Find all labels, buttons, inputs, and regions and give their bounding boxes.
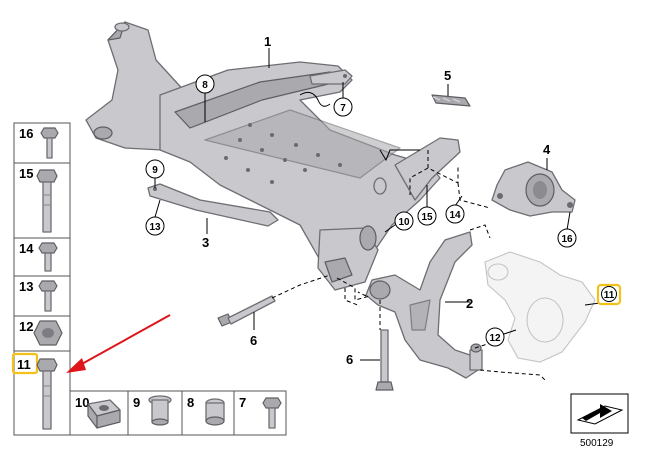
sleeve-8-icon (205, 398, 225, 426)
legend-label-7: 7 (239, 395, 246, 410)
callout-circle-12 (485, 327, 505, 347)
callout-11: 11 (604, 290, 615, 301)
callout-circle-14 (445, 204, 465, 224)
callout-circle-7 (333, 97, 353, 117)
callout-6-lower: 6 (346, 352, 353, 367)
parts-legend-grid: 16 15 14 13 12 11 10 9 8 7 (11, 122, 287, 436)
callout-circle-13 (145, 216, 165, 236)
legend-label-9: 9 (133, 395, 140, 410)
callout-14: 14 (449, 210, 461, 221)
view-direction-icon (570, 393, 629, 434)
callout-12: 12 (489, 333, 501, 344)
callout-circle-10 (394, 211, 414, 231)
callout-1: 1 (264, 34, 271, 49)
assembly-dashed-lines (271, 150, 546, 381)
leader-lines (154, 48, 601, 361)
callout-9: 9 (152, 165, 158, 176)
tension-strut-3 (147, 183, 279, 227)
legend-label-14: 14 (19, 241, 34, 256)
legend-label-10: 10 (75, 395, 89, 410)
bolt-11-icon (36, 358, 58, 430)
pad-5-part (431, 94, 471, 107)
control-arm-2 (365, 231, 483, 379)
legend-label-8: 8 (187, 395, 194, 410)
red-indicator-arrow (66, 314, 171, 373)
bolt-7-icon (262, 397, 282, 429)
legend-highlight-box-11 (11, 352, 39, 375)
rubber-mount-4 (491, 161, 576, 217)
bushing-9-icon (148, 395, 172, 426)
bolt-13-icon (38, 280, 58, 312)
bolt-6-upper (217, 295, 276, 327)
callout-7: 7 (340, 103, 346, 114)
callout-circle-9 (145, 159, 165, 179)
square-nut-10-icon (87, 399, 121, 429)
callout-circle-8 (195, 74, 215, 94)
steering-knuckle-ghosted (484, 251, 596, 363)
callout-circle-16 (557, 228, 577, 248)
bracket-7-part (309, 69, 353, 85)
nut-12-icon (33, 320, 63, 346)
callout-15: 15 (421, 212, 433, 223)
callout-8: 8 (202, 80, 208, 91)
legend-label-12: 12 (19, 319, 33, 334)
legend-label-15: 15 (19, 166, 33, 181)
bolt-6-lower (375, 329, 394, 391)
callouts: 1 2 3 4 5 6 6 7 8 9 10 11 12 13 14 15 16 (145, 34, 622, 367)
bolt-14-icon (38, 242, 58, 272)
legend-cell-13 (13, 275, 71, 317)
legend-label-16: 16 (19, 126, 33, 141)
callout-6-upper: 6 (250, 333, 257, 348)
callout-4: 4 (543, 142, 551, 157)
callout-circle-11 (601, 286, 617, 302)
callout-13: 13 (149, 222, 161, 233)
callout-16: 16 (561, 234, 573, 245)
front-axle-subframe (85, 21, 461, 291)
document-number: 500129 (580, 438, 614, 449)
bolt-16-icon (40, 127, 59, 159)
callout-2: 2 (466, 296, 473, 311)
callout-circle-15 (417, 206, 437, 226)
callout-5: 5 (444, 68, 451, 83)
legend-label-11: 11 (17, 357, 31, 372)
callout-3: 3 (202, 235, 209, 250)
legend-label-13: 13 (19, 279, 33, 294)
callout-10: 10 (398, 217, 410, 228)
legend-cell-16 (13, 122, 71, 164)
bolt-15-icon (36, 169, 58, 233)
